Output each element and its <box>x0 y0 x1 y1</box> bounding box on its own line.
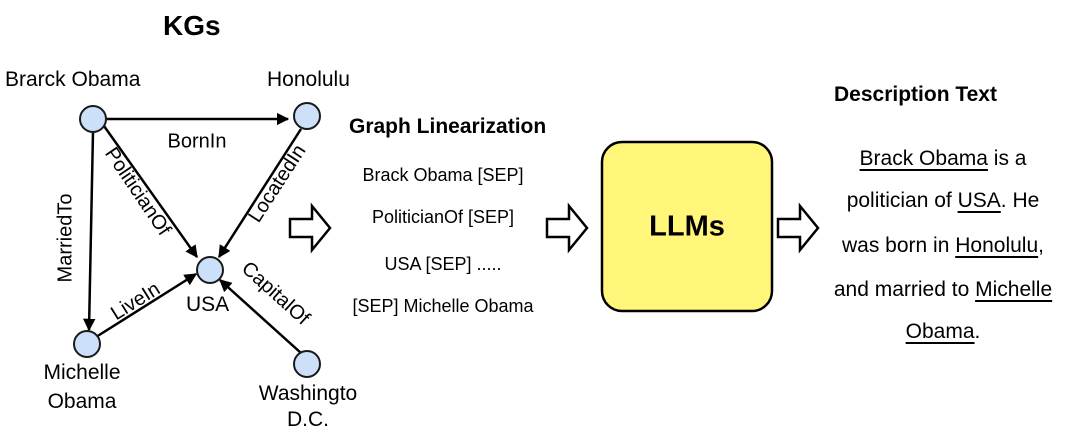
node-label-usa: USA <box>186 293 230 316</box>
edge-locatedin <box>217 128 303 259</box>
desc-text: was born in <box>842 234 956 257</box>
node-label-michelle-line2: Obama <box>47 390 117 413</box>
description-line-2: politician of USA. He <box>820 189 1066 213</box>
linearization-line-2: PoliticianOf [SEP] <box>371 207 515 227</box>
node-label-washington-line1: Washingto <box>258 382 358 405</box>
edge-label-politicianof: PoliticianOf <box>100 144 175 241</box>
desc-entity-brack-obama: Brack Obama <box>859 147 988 170</box>
node-label-michelle: Michelle Obama <box>22 358 142 416</box>
node-michelle <box>73 330 101 358</box>
node-label-washington-line2: D.C. <box>287 408 329 431</box>
hollow-arrow-3 <box>776 202 820 254</box>
node-washington <box>293 350 321 378</box>
desc-text: . <box>974 320 981 343</box>
desc-text: and married to <box>833 278 976 301</box>
description-line-4: and married to Michelle <box>820 278 1066 302</box>
node-label-michelle-line1: Michelle <box>43 361 121 384</box>
node-usa <box>196 256 224 284</box>
edge-label-bornin: BornIn <box>168 130 227 152</box>
description-title: Description Text <box>834 83 997 106</box>
node-honolulu <box>293 102 321 130</box>
desc-text: is a <box>987 147 1027 170</box>
edge-label-marriedto: MarriedTo <box>54 194 76 283</box>
edge-capitalof <box>219 279 302 354</box>
linearization-line-1: Brack Obama [SEP] <box>362 165 524 185</box>
hollow-arrow-1 <box>288 202 332 254</box>
node-label-washington: Washingto D.C. <box>248 381 368 433</box>
linearization-line-4: [SEP] Michelle Obama <box>352 296 534 316</box>
desc-entity-honolulu: Honolulu <box>955 234 1039 257</box>
linearization-title: Graph Linearization <box>349 115 547 138</box>
desc-text: . He <box>1000 189 1040 212</box>
description-line-1: Brack Obama is a <box>820 147 1066 171</box>
edge-label-livein: LiveIn <box>107 278 164 325</box>
description-line-3: was born in Honolulu, <box>820 234 1066 258</box>
desc-entity-usa: USA <box>957 189 1001 212</box>
desc-entity-obama: Obama <box>905 320 975 343</box>
desc-text: politician of <box>846 189 958 212</box>
edge-label-locatedin: LocatedIn <box>244 141 310 227</box>
node-label-obama: Brarck Obama <box>5 68 141 91</box>
node-label-honolulu: Honolulu <box>267 68 350 91</box>
desc-entity-michelle: Michelle <box>975 278 1053 301</box>
edge-livein <box>95 272 198 339</box>
hollow-arrow-2 <box>545 202 589 254</box>
llm-box <box>600 140 774 313</box>
kg-title: KGs <box>163 10 221 41</box>
description-line-5: Obama. <box>820 320 1066 344</box>
edge-label-capitalof: CapitalOf <box>237 257 314 329</box>
desc-text: , <box>1038 234 1044 257</box>
edge-politicianof <box>102 125 199 259</box>
linearization-line-3: USA [SEP] ..... <box>384 254 502 274</box>
node-obama <box>79 105 107 133</box>
edge-marriedto <box>82 131 96 332</box>
llm-label: LLMs <box>649 211 725 243</box>
